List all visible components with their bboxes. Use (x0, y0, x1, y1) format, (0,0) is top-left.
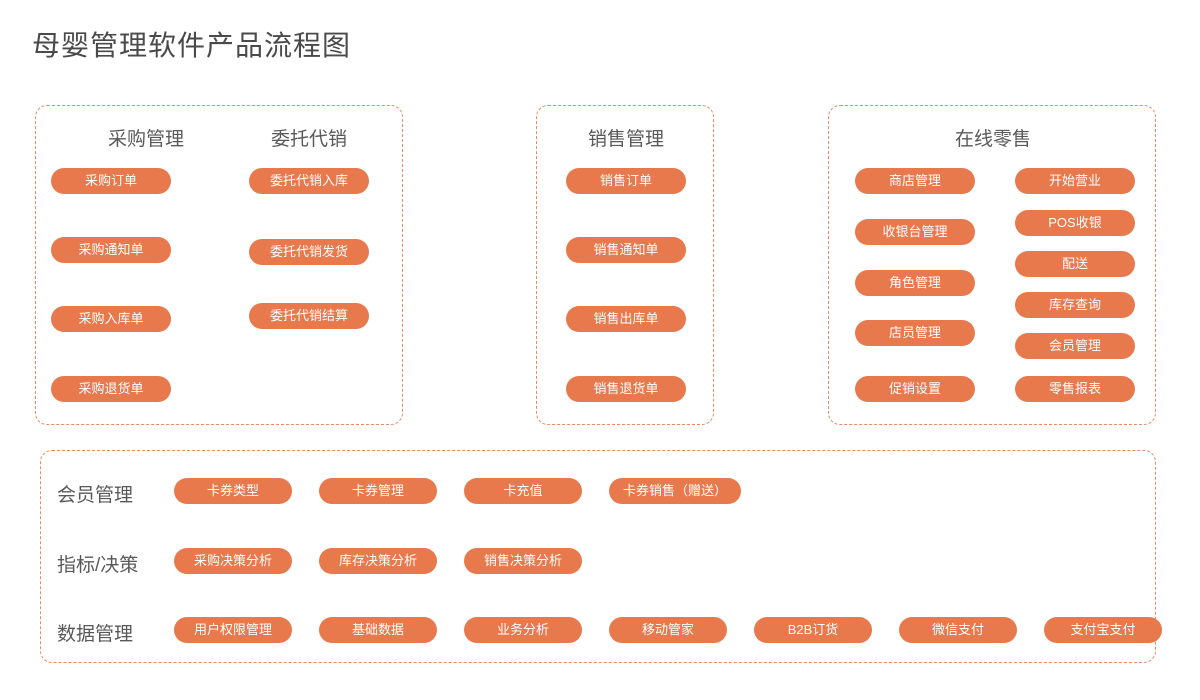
page-title: 母婴管理软件产品流程图 (32, 30, 352, 61)
pill-role-management[interactable]: 角色管理 (855, 270, 975, 296)
pill-store-management[interactable]: 商店管理 (855, 168, 975, 194)
pill-purchase-inbound[interactable]: 采购入库单 (51, 306, 171, 332)
pill-user-permission-management[interactable]: 用户权限管理 (174, 617, 292, 643)
panel-heading-procurement: 采购管理 (107, 129, 184, 150)
pill-cashier-management[interactable]: 收银台管理 (855, 219, 975, 245)
row-label-metrics-decision: 指标/决策 (57, 555, 139, 576)
pill-card-type[interactable]: 卡券类型 (174, 478, 292, 504)
pill-purchase-notice[interactable]: 采购通知单 (51, 237, 171, 263)
panel-sales: 销售管理 销售订单 销售通知单 销售出库单 销售退货单 (536, 105, 714, 425)
pill-mobile-steward[interactable]: 移动管家 (609, 617, 727, 643)
panel-retail: 在线零售 商店管理 收银台管理 角色管理 店员管理 促销设置 开始营业 POS收… (828, 105, 1156, 425)
pill-card-sales-gift[interactable]: 卡券销售（赠送） (609, 478, 741, 504)
pill-retail-report[interactable]: 零售报表 (1015, 376, 1135, 402)
pill-sales-outbound[interactable]: 销售出库单 (566, 306, 686, 332)
pill-sales-return[interactable]: 销售退货单 (566, 376, 686, 402)
pill-alipay-pay[interactable]: 支付宝支付 (1044, 617, 1162, 643)
pill-business-analysis[interactable]: 业务分析 (464, 617, 582, 643)
pill-basic-data[interactable]: 基础数据 (319, 617, 437, 643)
pill-pos-checkout[interactable]: POS收银 (1015, 210, 1135, 236)
pill-sales-order[interactable]: 销售订单 (566, 168, 686, 194)
row-label-membership: 会员管理 (57, 485, 134, 506)
pill-purchase-decision-analysis[interactable]: 采购决策分析 (174, 548, 292, 574)
pill-sales-notice[interactable]: 销售通知单 (566, 237, 686, 263)
pill-consignment-settlement[interactable]: 委托代销结算 (249, 303, 369, 329)
pill-purchase-order[interactable]: 采购订单 (51, 168, 171, 194)
pill-staff-management[interactable]: 店员管理 (855, 320, 975, 346)
pill-open-business[interactable]: 开始营业 (1015, 168, 1135, 194)
pill-consignment-shipment[interactable]: 委托代销发货 (249, 239, 369, 265)
pill-consignment-inbound[interactable]: 委托代销入库 (249, 168, 369, 194)
panel-heading-retail: 在线零售 (954, 129, 1031, 150)
pill-sales-decision-analysis[interactable]: 销售决策分析 (464, 548, 582, 574)
pill-wechat-pay[interactable]: 微信支付 (899, 617, 1017, 643)
pill-inventory-decision-analysis[interactable]: 库存决策分析 (319, 548, 437, 574)
pill-card-management[interactable]: 卡券管理 (319, 478, 437, 504)
panel-procurement: 采购管理 委托代销 采购订单 采购通知单 采购入库单 采购退货单 委托代销入库 … (35, 105, 403, 425)
pill-delivery[interactable]: 配送 (1015, 251, 1135, 277)
pill-card-recharge[interactable]: 卡充值 (464, 478, 582, 504)
row-label-data-management: 数据管理 (57, 624, 134, 645)
pill-member-management[interactable]: 会员管理 (1015, 333, 1135, 359)
panel-heading-consignment: 委托代销 (270, 129, 347, 150)
pill-inventory-query[interactable]: 库存查询 (1015, 292, 1135, 318)
panel-bottom: 会员管理 卡券类型 卡券管理 卡充值 卡券销售（赠送） 指标/决策 采购决策分析… (40, 450, 1162, 663)
pill-promotion-settings[interactable]: 促销设置 (855, 376, 975, 402)
pill-purchase-return[interactable]: 采购退货单 (51, 376, 171, 402)
panel-heading-sales: 销售管理 (587, 129, 664, 150)
pill-b2b-ordering[interactable]: B2B订货 (754, 617, 872, 643)
